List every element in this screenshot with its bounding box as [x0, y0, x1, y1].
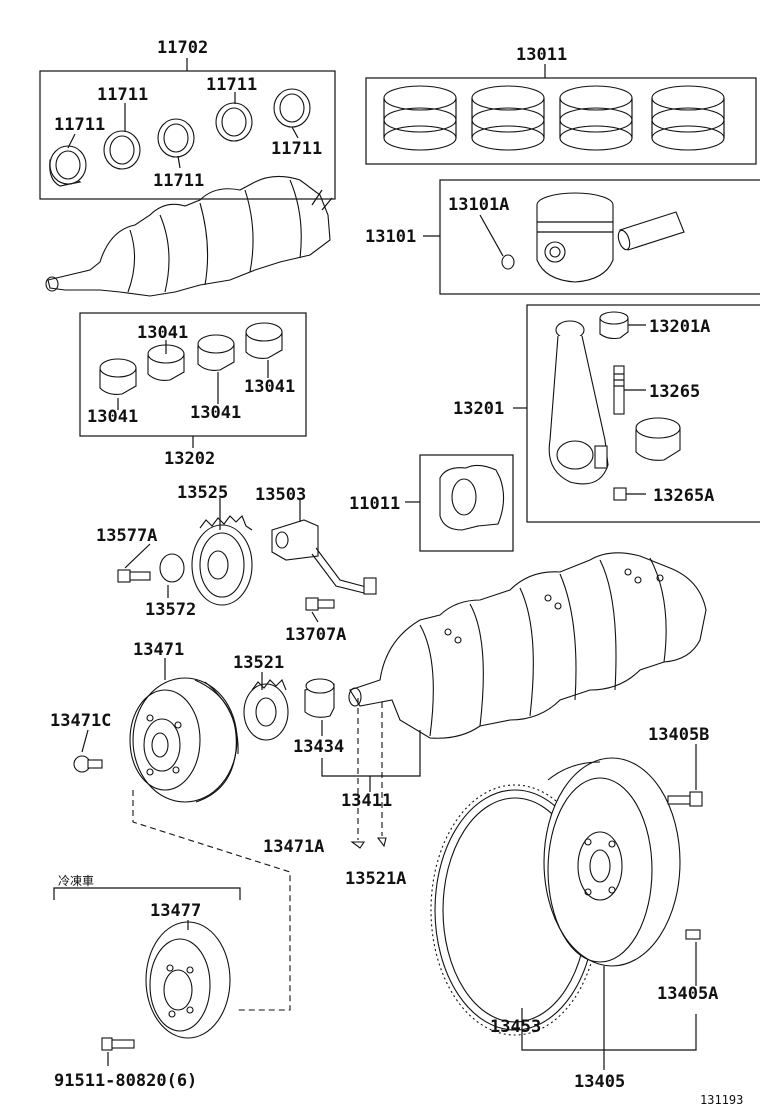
- thrust-washer-box: [419, 454, 514, 552]
- label-13041-a: 13041: [137, 323, 188, 343]
- key-13521A: [376, 837, 387, 848]
- group-timing: [117, 498, 377, 623]
- label-13453: 13453: [490, 1017, 541, 1037]
- label-13477: 13477: [150, 901, 201, 921]
- conrod-bearing-13041-4: [245, 322, 283, 359]
- label-11711-d: 11711: [271, 139, 322, 159]
- label-13411: 13411: [341, 791, 392, 811]
- crank-gear-13521: [243, 679, 289, 741]
- label-13011: 13011: [516, 45, 567, 65]
- flywheel-13405: [543, 757, 681, 967]
- piston: [536, 192, 614, 283]
- thrust-washer: [439, 464, 505, 531]
- conrod-bearing-shell: [635, 417, 681, 461]
- label-91511: 91511-80820(6): [54, 1071, 197, 1091]
- piston-ring-set-1: [383, 85, 457, 151]
- bearing-shell-11711-4: [215, 102, 253, 142]
- label-13434: 13434: [293, 737, 344, 757]
- label-13521: 13521: [233, 653, 284, 673]
- conrod-bearing-13041-1: [99, 358, 137, 395]
- conrod-bushing-13201A: [599, 311, 629, 340]
- label-13471: 13471: [133, 640, 184, 660]
- piston-pin: [617, 211, 685, 251]
- label-11711-e: 11711: [153, 171, 204, 191]
- label-13577A: 13577A: [96, 526, 157, 546]
- bearing-shell-11711-2: [103, 130, 141, 170]
- label-13101A: 13101A: [448, 195, 509, 215]
- bolt-13577A: [117, 569, 151, 583]
- label-11702: 11702: [157, 38, 208, 58]
- group-piston-rings: [365, 64, 757, 165]
- piston-ring-set-box: [365, 77, 757, 165]
- flywheel-bolt-13405B: [667, 791, 703, 807]
- conrod-bearing-13041-3: [197, 334, 235, 371]
- group-pulley: [73, 658, 335, 803]
- crankshaft-13411: [348, 552, 707, 739]
- group-crank-bearings: [39, 58, 336, 297]
- label-13405A: 13405A: [657, 984, 718, 1004]
- crank-key-13434: [304, 678, 335, 718]
- label-13041-b: 13041: [244, 377, 295, 397]
- label-11711-a: 11711: [97, 85, 148, 105]
- crankshaft-sketch-top: [45, 175, 333, 297]
- bolt-13707A: [305, 597, 335, 611]
- bearing-shell-11711-1: [49, 145, 87, 187]
- label-13707A: 13707A: [285, 625, 346, 645]
- pulley-bolt-13471C: [73, 755, 103, 773]
- label-13202: 13202: [164, 449, 215, 469]
- alt-crank-pulley-13477: [145, 921, 231, 1039]
- group-conrod-bearings: [79, 312, 307, 448]
- group-alt-pulley: [53, 887, 241, 1066]
- label-13405: 13405: [574, 1072, 625, 1092]
- label-13041-d: 13041: [190, 403, 241, 423]
- label-13503: 13503: [255, 485, 306, 505]
- label-13471C: 13471C: [50, 711, 111, 731]
- label-13101: 13101: [365, 227, 416, 247]
- label-11711-c: 11711: [206, 75, 257, 95]
- group-flywheel: [430, 744, 703, 1070]
- bolt-91511: [101, 1037, 135, 1051]
- bearing-shell-11711-5: [273, 88, 311, 128]
- label-13572: 13572: [145, 600, 196, 620]
- piston-box: [439, 179, 760, 295]
- label-13405B: 13405B: [648, 725, 709, 745]
- piston-ring-set-4: [651, 85, 725, 151]
- label-11011: 11011: [349, 494, 400, 514]
- bracket-13411: [321, 730, 421, 777]
- connecting-rod: [548, 320, 609, 485]
- label-11711-b: 11711: [54, 115, 105, 135]
- piston-pin-snap-ring-13101A: [501, 254, 515, 270]
- label-13471A: 13471A: [263, 837, 324, 857]
- conrod-bolt-13265: [613, 365, 625, 415]
- label-13521A: 13521A: [345, 869, 406, 889]
- connecting-rod-box: [526, 304, 760, 523]
- group-thrust-washers: [405, 454, 514, 552]
- bearing-shell-11711-3: [157, 118, 195, 158]
- label-13201A: 13201A: [649, 317, 710, 337]
- label-13041-c: 13041: [87, 407, 138, 427]
- crank-timing-gear-13525: [191, 515, 253, 606]
- crank-position-sensor-13503: [271, 519, 377, 595]
- label-13201: 13201: [453, 399, 504, 419]
- label-13265A: 13265A: [653, 486, 714, 506]
- label-refrigerated-vehicle-note: 冷凍車: [58, 874, 94, 888]
- label-13265: 13265: [649, 382, 700, 402]
- conrod-nut-13265A: [613, 487, 627, 501]
- spacer-13572: [159, 553, 185, 583]
- label-13525: 13525: [177, 483, 228, 503]
- key-13471A: [350, 841, 366, 849]
- piston-ring-set-3: [559, 85, 633, 151]
- crank-pulley-13471: [129, 677, 239, 803]
- dashed-link-pulley: [132, 790, 291, 1011]
- diagram-id: 131193: [700, 1093, 743, 1107]
- group-piston: [423, 179, 760, 295]
- piston-ring-set-2: [471, 85, 545, 151]
- group-connecting-rod: [513, 304, 760, 523]
- dowel-pin-13405A: [685, 929, 701, 940]
